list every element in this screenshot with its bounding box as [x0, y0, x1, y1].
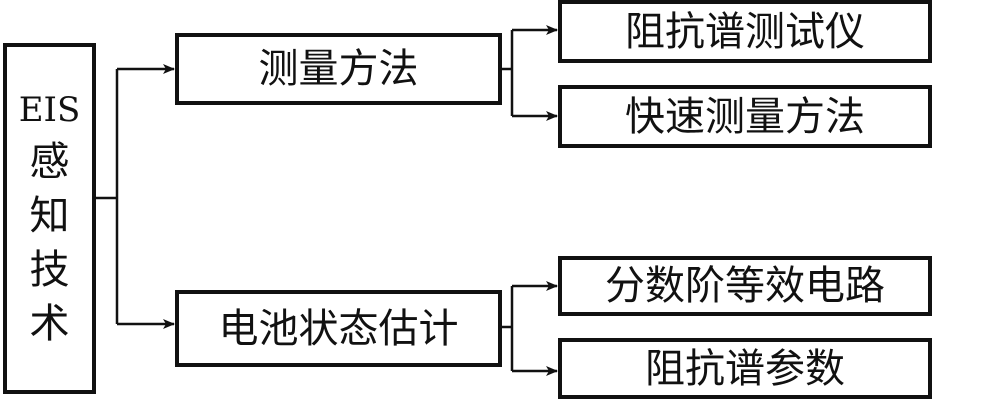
measurement-connector	[502, 25, 558, 121]
leaf-label: 阻抗谱参数	[645, 345, 845, 392]
leaf-node-impedance-analyzer: 阻抗谱测试仪	[558, 0, 932, 63]
leaf-node-fast-measurement: 快速测量方法	[558, 85, 932, 148]
branch-label: 电池状态估计	[218, 305, 459, 352]
root-node-eis-sensing: EIS 感 知 技 术	[3, 43, 96, 394]
leaf-node-fractional-equivalent-circuit: 分数阶等效电路	[558, 256, 932, 316]
leaf-label: 分数阶等效电路	[605, 263, 885, 309]
root-label-char: 技	[29, 246, 70, 293]
branch-node-measurement-methods: 测量方法	[175, 33, 502, 105]
root-label-char: 感	[29, 138, 70, 185]
root-connector	[96, 64, 175, 329]
leaf-node-impedance-parameters: 阻抗谱参数	[558, 338, 932, 399]
leaf-label: 阻抗谱测试仪	[625, 8, 865, 55]
branch-label: 测量方法	[258, 46, 419, 92]
root-label-char: 术	[29, 300, 70, 347]
root-label-latin: EIS	[18, 89, 81, 130]
root-label-char: 知	[29, 192, 70, 239]
branch-node-battery-state-estimation: 电池状态估计	[175, 290, 502, 367]
leaf-label: 快速测量方法	[625, 93, 865, 140]
estimation-connector	[502, 281, 558, 376]
